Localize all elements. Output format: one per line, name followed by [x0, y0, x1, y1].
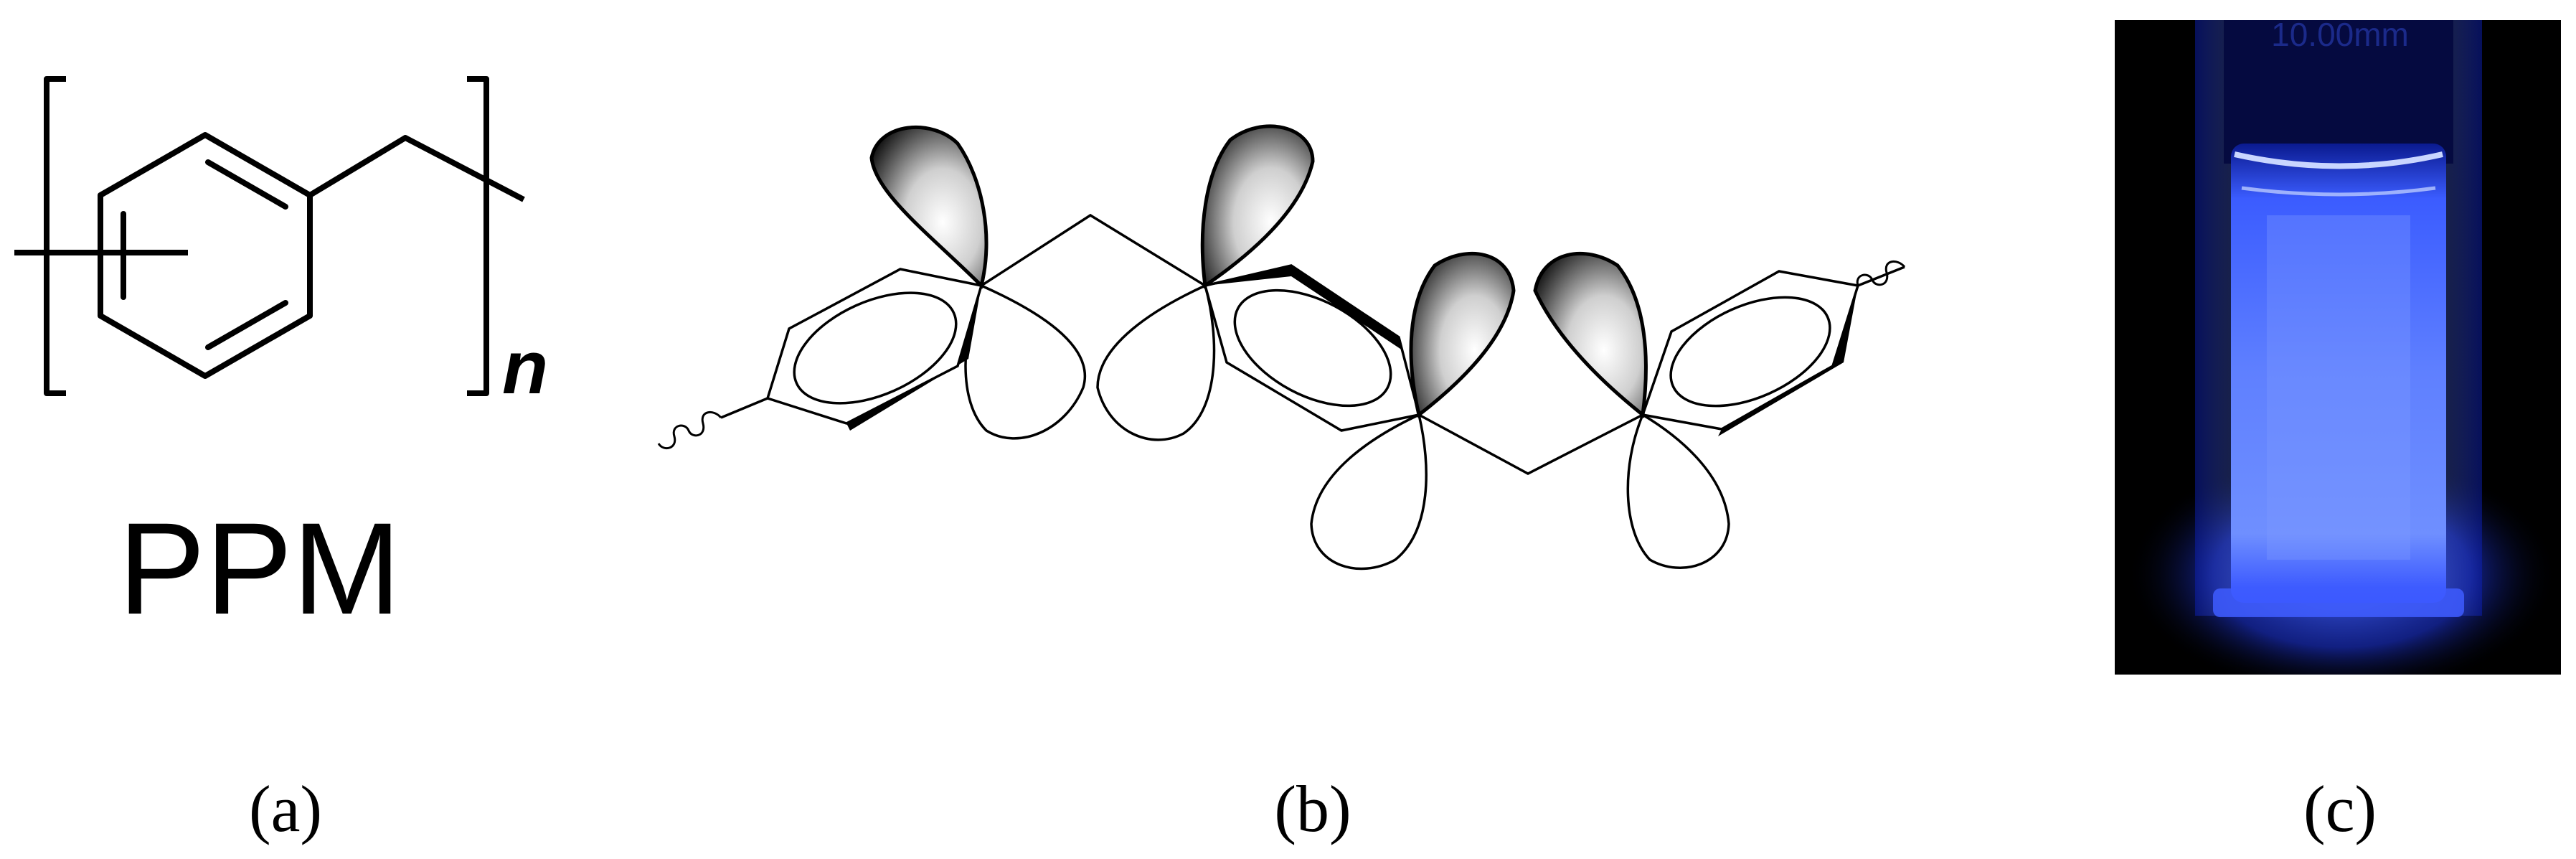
p-orbital-lobe-lower [964, 283, 1086, 440]
caption-c: (c) [2303, 772, 2377, 845]
repeat-subscript: n [502, 326, 548, 410]
methylene-bond [307, 135, 408, 198]
caption-a: (a) [249, 772, 322, 845]
unshaded-lobes [964, 283, 1730, 571]
shaded-lobes [869, 124, 1648, 418]
p-orbital-lobe-upper [1200, 124, 1315, 289]
fluorescent-solution [2231, 144, 2446, 603]
terminal-bond [720, 397, 768, 419]
benzene-ring-3 [1641, 270, 1860, 436]
right-bracket [467, 76, 489, 396]
p-orbital-lobe-lower [1626, 413, 1730, 570]
meniscus-reflection [2241, 186, 2436, 197]
p-orbital-lobe-upper [1533, 251, 1648, 418]
left-bracket [44, 76, 66, 396]
polymer-name: PPM [118, 495, 401, 642]
p-orbital-lobe-upper [1409, 251, 1516, 418]
wavy-bond-left [657, 411, 722, 450]
bridge-bond [1418, 413, 1643, 475]
solution-core [2267, 215, 2410, 560]
benzene-ring-1 [765, 268, 983, 431]
panel-a-ppm-structure [14, 76, 525, 396]
wavy-bond-right [1856, 260, 1906, 286]
double-bond [205, 159, 288, 210]
double-bond [205, 300, 288, 350]
methylene-bond [404, 135, 525, 202]
bridge-bond [981, 213, 1206, 287]
panel-b-orbital-diagram [657, 124, 1906, 571]
p-orbital-lobe-upper [869, 125, 989, 289]
p-orbital-lobe-lower [1096, 283, 1216, 441]
cuvette-marking: 10.00mm [2271, 16, 2409, 53]
caption-b: (b) [1274, 772, 1351, 845]
panel-c-fluorescence-photo: 10.00mm [2115, 16, 2561, 675]
benzene-ring-2 [1203, 264, 1421, 432]
meniscus [2234, 151, 2443, 169]
cuvette-base [2213, 588, 2464, 617]
terminal-bond [1857, 266, 1905, 287]
p-orbital-lobe-lower [1310, 413, 1428, 571]
cuvette-top [2224, 20, 2453, 164]
